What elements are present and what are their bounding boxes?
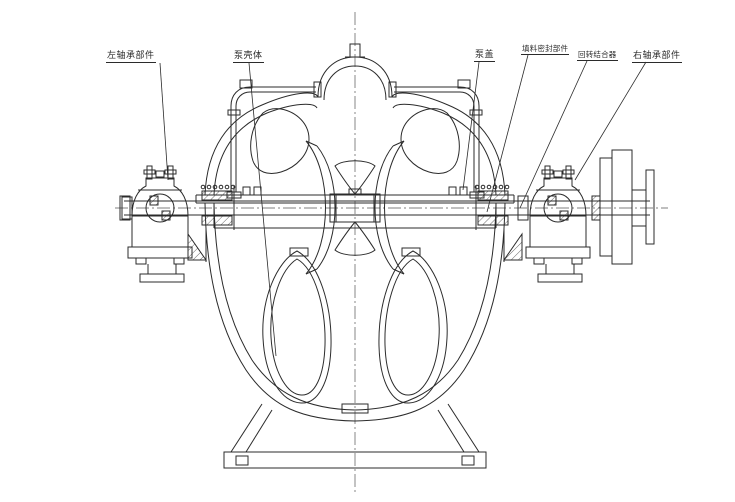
label-packing-seal-assembly: 填料密封部件 [521, 44, 570, 55]
impeller [305, 140, 405, 275]
coupling-drawing [591, 149, 655, 265]
label-left-bearing-assembly: 左轴承部件 [106, 50, 156, 63]
balance-piping [226, 79, 485, 199]
leader-lines [159, 54, 647, 357]
centerlines [115, 12, 668, 492]
left-packing-gland [200, 184, 236, 230]
right-packing-gland [474, 184, 510, 230]
volute-casing [204, 202, 506, 422]
right-bearing-assembly-drawing [517, 165, 591, 283]
pump-pedestal [223, 403, 487, 469]
label-right-bearing-assembly: 右轴承部件 [632, 50, 682, 63]
label-coupling-assembly: 回转结合器 [577, 50, 618, 61]
left-bearing-assembly-drawing [119, 165, 193, 283]
bearing-brackets [187, 228, 523, 262]
label-pump-casing: 泵壳体 [233, 50, 264, 63]
label-pump-cover: 泵盖 [474, 49, 496, 62]
